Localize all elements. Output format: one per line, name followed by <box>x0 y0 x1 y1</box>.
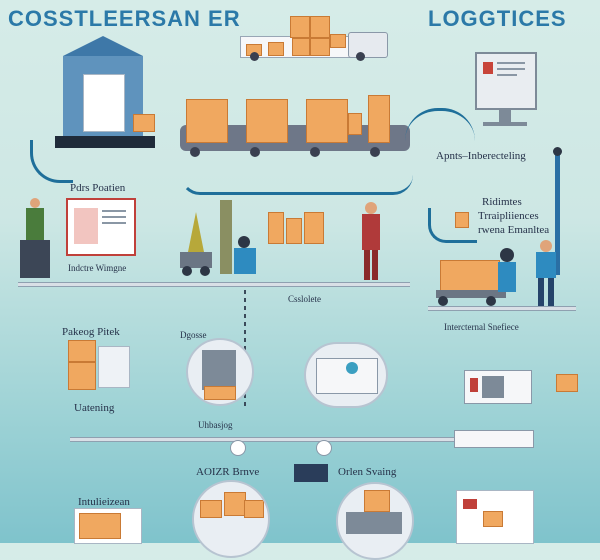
label-apnts: Apnts–Inberecteling <box>436 150 526 162</box>
circle-machine <box>304 342 388 408</box>
warehouse-building <box>55 36 155 148</box>
right-loading-area <box>430 240 578 310</box>
title-right: LOGGTICES <box>428 6 567 31</box>
pole-mid <box>220 200 232 274</box>
main-conveyor <box>180 95 410 165</box>
label-csslolete: Csslolete <box>288 294 321 304</box>
flow-arrow-down <box>180 166 413 195</box>
right-pole <box>555 155 560 275</box>
flow-arrow-left <box>30 140 73 183</box>
bottom-track <box>70 437 532 442</box>
forklift <box>180 212 212 280</box>
label-dgosse: Dgosse <box>180 330 207 340</box>
label-intulieizean: Intulieizean <box>78 496 130 508</box>
label-ridimtes-2: Trraipliiences <box>478 210 539 222</box>
computer-monitor <box>475 52 537 138</box>
package-stack <box>62 338 134 392</box>
label-pakeog-pitek: Pakeog Pitek <box>62 326 120 338</box>
title-left: COSSTLEERSAN ER <box>8 6 241 31</box>
label-ridimtes-3: rwena Emanltea <box>478 224 550 236</box>
right-track <box>428 306 576 311</box>
label-intercternal: Intercternal Snefiece <box>444 322 519 332</box>
label-pdrs-poatien: Pdrs Poatien <box>70 182 126 194</box>
circle-delivery <box>336 482 414 560</box>
bottom-monitor <box>456 490 534 544</box>
document-panel <box>66 198 136 256</box>
standing-worker <box>362 202 380 282</box>
flow-arrow-right-mid <box>428 208 477 243</box>
label-uhbasjog: Uhbasjog <box>198 420 233 430</box>
right-truck <box>464 370 580 406</box>
left-worker <box>20 198 52 280</box>
circle-shelves <box>192 480 270 558</box>
track-node-1 <box>230 440 246 456</box>
right-worker-head <box>553 147 562 156</box>
label-aoizr-brnve: AOIZR Brnve <box>196 466 260 478</box>
mid-boxes <box>268 212 328 246</box>
track-node-2 <box>316 440 332 456</box>
flow-line-right <box>405 108 475 141</box>
bottom-truck <box>454 430 534 448</box>
label-orlen-svaing: Orlen Svaing <box>338 466 397 478</box>
label-uatening: Uatening <box>74 402 115 414</box>
top-truck <box>240 12 388 62</box>
info-sign <box>294 464 328 482</box>
middle-track <box>18 282 410 287</box>
small-box-right <box>455 212 469 228</box>
bottom-document <box>74 508 142 544</box>
label-indctre-wimgne: Indctre Wimgne <box>68 263 127 273</box>
circle-scanner <box>186 338 254 406</box>
label-ridimtes-1: Ridimtes <box>482 196 522 208</box>
crouching-worker <box>232 236 258 280</box>
